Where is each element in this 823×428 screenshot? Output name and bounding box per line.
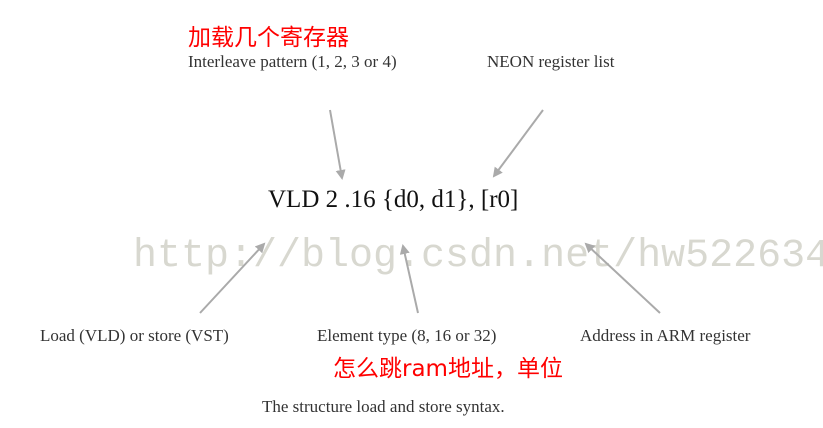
- watermark: http://blog.csdn.net/hw5226349: [133, 234, 823, 279]
- top-annotation: 加载几个寄存器: [188, 25, 349, 51]
- caption: The structure load and store syntax.: [262, 397, 505, 416]
- bottom-annotation: 怎么跳ram地址，单位: [333, 356, 563, 382]
- arrow-load-store: [199, 242, 266, 314]
- register-list-label: NEON register list: [487, 52, 615, 71]
- arrow-element-type: [399, 244, 419, 314]
- arrow-address: [584, 242, 661, 314]
- address-label: Address in ARM register: [580, 326, 751, 345]
- load-store-label: Load (VLD) or store (VST): [40, 326, 229, 345]
- element-type-label: Element type (8, 16 or 32): [317, 326, 497, 345]
- arrow-register-list: [492, 109, 544, 178]
- instruction-text: VLD 2 .16 {d0, d1}, [r0]: [268, 186, 519, 213]
- interleave-label: Interleave pattern (1, 2, 3 or 4): [188, 52, 397, 71]
- arrow-interleave: [329, 109, 346, 180]
